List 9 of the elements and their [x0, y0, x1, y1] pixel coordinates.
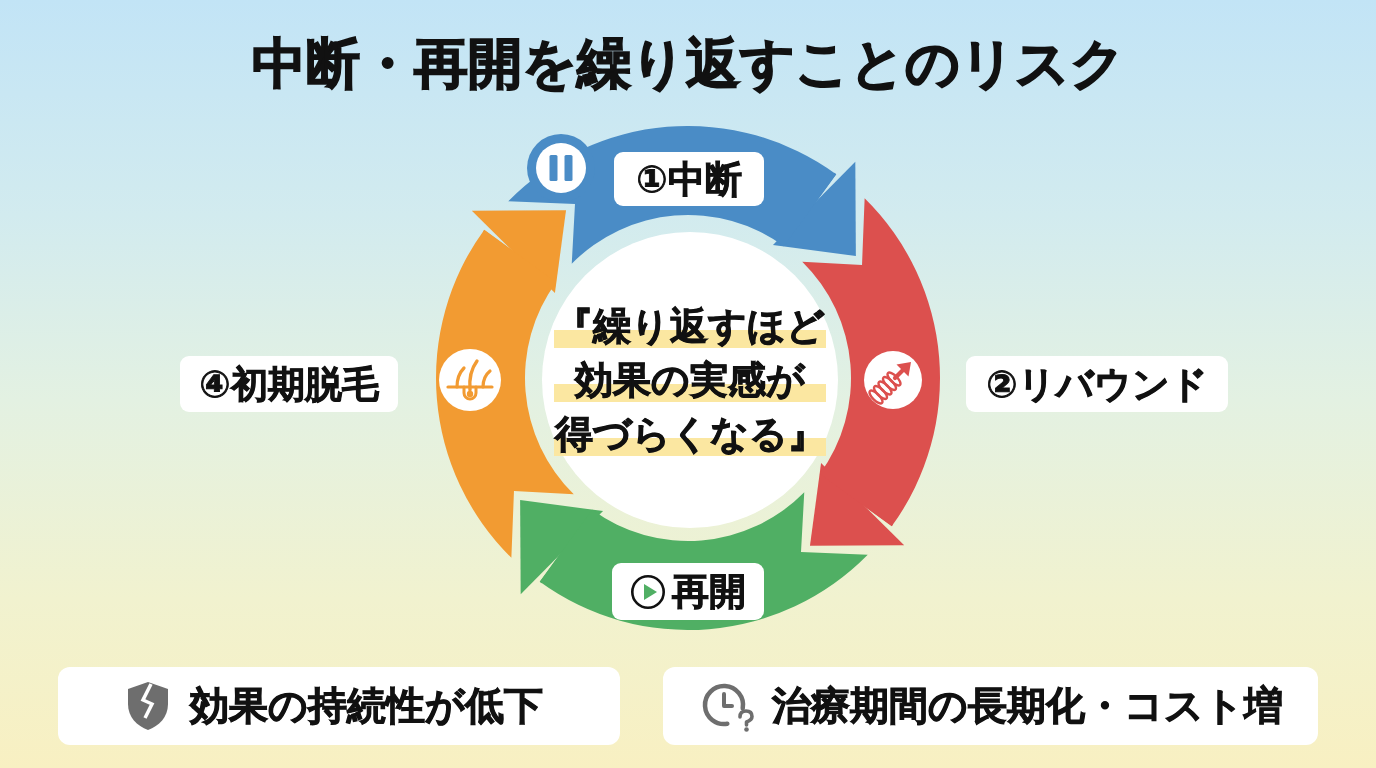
- stage-label: ④初期脱毛: [180, 356, 398, 412]
- stage-label: ①中断: [614, 152, 764, 206]
- risk-text: 効果の持続性が低下: [190, 683, 543, 729]
- stage-name: 再開: [672, 573, 746, 610]
- title: 中断・再開を繰り返すことのリスク: [251, 31, 1125, 97]
- risk-text: 治療期間の長期化・コスト増: [772, 683, 1283, 729]
- info-card: [663, 667, 1318, 745]
- info-card: [58, 667, 620, 745]
- stage-label: ②リバウンド: [966, 356, 1228, 412]
